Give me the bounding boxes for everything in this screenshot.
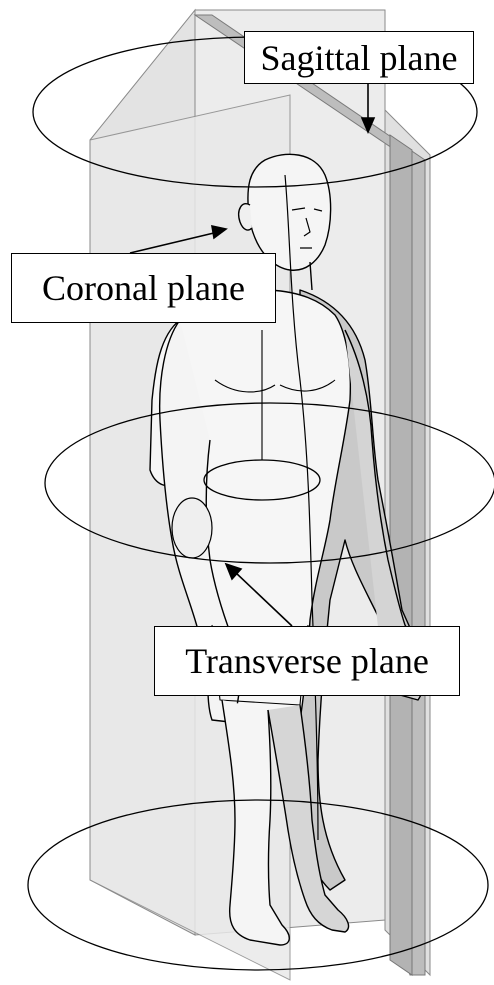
sagittal-plane-strip-face [390,135,412,975]
sagittal-plane-label: Sagittal plane [244,31,474,84]
elbow-joint [172,498,212,558]
coronal-plane-label-text: Coronal plane [42,270,245,306]
transverse-plane-label-text: Transverse plane [185,643,429,679]
transverse-plane-label: Transverse plane [154,626,460,696]
coronal-plane-label: Coronal plane [11,253,276,323]
sagittal-plane-label-text: Sagittal plane [261,40,458,76]
